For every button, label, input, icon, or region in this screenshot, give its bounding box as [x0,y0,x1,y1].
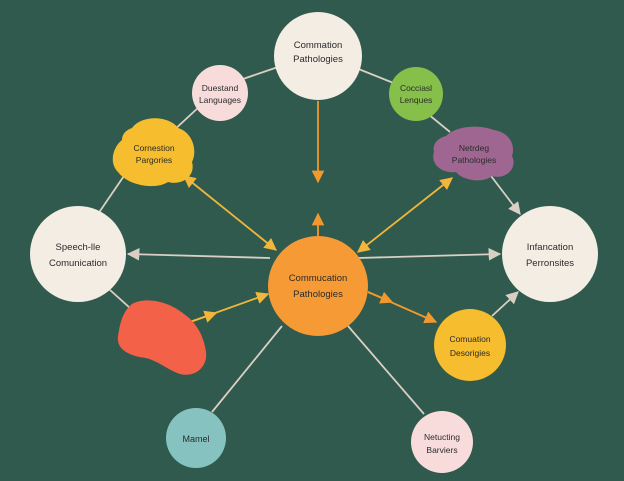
connector-center-speech [126,248,271,261]
connector-netrdeg-center [357,177,453,253]
node-top-line2: Pathologies [293,54,343,65]
node-cocciasl-line2: Lenques [400,95,433,105]
node-netucting[interactable]: Netucting Barviers [411,411,473,473]
node-center-line2: Pathologies [293,289,343,300]
connector-cocciasl-netrdeg [427,113,451,133]
connector-center-comuation-mid [367,291,394,304]
node-cocciasl-line1: Cocciasl [400,83,432,93]
node-infancation-line1: Infancation [527,242,573,253]
connector-red-mid-arrow [189,310,218,323]
connector-speech-red [109,289,131,309]
node-duestand[interactable]: Duestand Languages [192,65,248,121]
node-red-blob[interactable] [117,300,207,375]
node-cornestion[interactable]: Cornestion Pargories [112,118,195,187]
node-mamel-line1: Mamel [182,434,209,444]
node-duestand-line2: Languages [199,95,241,105]
node-cornestion-line1: Cornestion [133,143,174,153]
node-top-line1: Commation [294,40,343,51]
node-comuation[interactable]: Comuation Desorigies [434,309,506,381]
node-comuation-line1: Comuation [449,334,490,344]
node-infancation-line2: Perronsites [526,258,574,269]
node-duestand-line1: Duestand [202,83,239,93]
node-netrdeg-line1: Netrdeg [459,143,490,153]
node-cocciasl[interactable]: Cocciasl Lenques [389,67,443,121]
connector-center-infancation [357,248,502,261]
connector-center-netucting [347,325,425,415]
node-cornestion-line2: Pargories [136,155,172,165]
node-top[interactable]: Commation Pathologies [274,12,362,100]
connector-cornestion-center [183,175,277,251]
node-mamel[interactable]: Mamel [166,408,226,468]
connector-netrdeg-infancation [487,171,521,216]
node-netucting-line2: Barviers [426,445,457,455]
connector-cornestion-speech [97,169,129,215]
node-speech-line1: Speech-lle [56,242,101,253]
node-netucting-line1: Netucting [424,432,460,442]
connectors [97,65,521,415]
node-comuation-line2: Desorigies [450,348,490,358]
connector-top-cocciasl [355,67,397,85]
node-netrdeg-line2: Pathologies [452,155,496,165]
node-speech-line2: Comunication [49,258,107,269]
node-center-line1: Commucation [289,273,348,284]
node-infancation[interactable]: Infancation Perronsites [502,206,598,302]
node-speech[interactable]: Speech-lle Comunication [30,206,126,302]
connector-comuation-infancation [491,291,519,317]
node-netrdeg[interactable]: Netrdeg Pathologies [433,126,514,181]
connector-center-mamel [211,325,283,413]
node-center[interactable]: Commucation Pathologies [268,236,368,336]
connector-top-duestand [239,65,282,81]
